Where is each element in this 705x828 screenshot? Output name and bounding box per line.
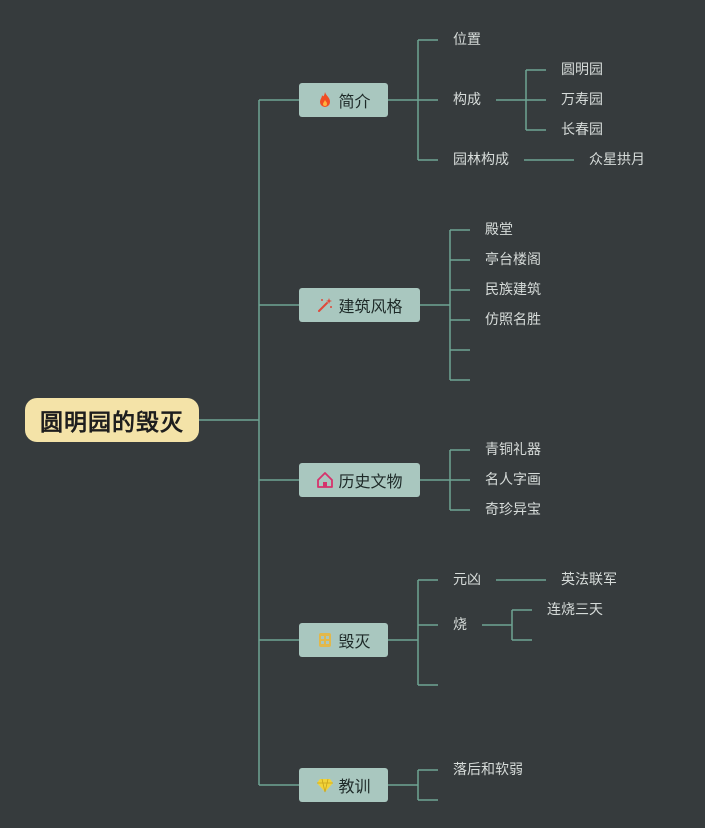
leaf-wanshouyuan[interactable]: 万寿园: [561, 92, 603, 108]
leaf-yuanmingyuan[interactable]: 圆明园: [561, 62, 603, 78]
leaf-bronze-ware[interactable]: 青铜礼器: [485, 442, 541, 458]
branch-intro[interactable]: 简介: [299, 83, 388, 117]
leaf-ethnic-buildings[interactable]: 民族建筑: [485, 282, 541, 298]
fire-icon: [316, 91, 334, 109]
leaf-halls[interactable]: 殿堂: [485, 222, 513, 238]
branch-label: 教训: [338, 777, 371, 796]
home-icon: [316, 471, 334, 489]
leaf-garden-layout[interactable]: 园林构成: [453, 152, 509, 168]
branch-label: 建筑风格: [338, 297, 403, 316]
branch-label: 毁灭: [338, 632, 371, 651]
branch-destruction[interactable]: 毁灭: [299, 623, 388, 657]
branch-label: 历史文物: [338, 472, 403, 491]
leaf-composition[interactable]: 构成: [453, 92, 481, 108]
branch-artifacts[interactable]: 历史文物: [299, 463, 420, 497]
branch-architecture[interactable]: 建筑风格: [299, 288, 420, 322]
leaf-backward-and-weak[interactable]: 落后和软弱: [453, 762, 523, 778]
leaf-treasures[interactable]: 奇珍异宝: [485, 502, 541, 518]
leaf-burn[interactable]: 烧: [453, 617, 467, 633]
magic-wand-icon: [316, 296, 334, 314]
leaf-stars-around-moon[interactable]: 众星拱月: [589, 152, 645, 168]
leaf-anglo-french-forces[interactable]: 英法联军: [561, 572, 617, 588]
root-topic[interactable]: 圆明园的毁灭: [25, 398, 199, 442]
root-title: 圆明园的毁灭: [40, 410, 184, 436]
leaf-burned-three-days[interactable]: 连烧三天: [547, 602, 603, 618]
leaf-location[interactable]: 位置: [453, 32, 481, 48]
leaf-paintings[interactable]: 名人字画: [485, 472, 541, 488]
leaf-replica-scenes[interactable]: 仿照名胜: [485, 312, 541, 328]
leaf-changchunyuan[interactable]: 长春园: [561, 122, 603, 138]
branch-lesson[interactable]: 教训: [299, 768, 388, 802]
branch-label: 简介: [338, 92, 371, 111]
leaf-culprit[interactable]: 元凶: [453, 572, 481, 588]
building-icon: [316, 631, 334, 649]
diamond-icon: [316, 776, 334, 794]
leaf-pavilions[interactable]: 亭台楼阁: [485, 252, 541, 268]
